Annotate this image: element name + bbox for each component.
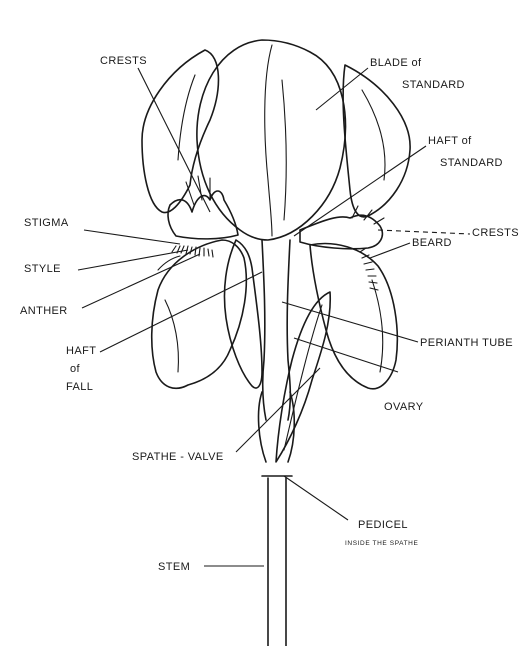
perianth-tube	[262, 240, 290, 420]
label-spathe-valve: SPATHE - VALVE	[132, 451, 224, 463]
label-stigma: STIGMA	[24, 217, 69, 229]
labels: CRESTS BLADE of STANDARD HAFT of STANDAR…	[20, 55, 519, 573]
label-haft-of-fall-1: HAFT	[66, 345, 96, 357]
left-style-arm	[224, 240, 262, 388]
label-blade-of-standard-2: STANDARD	[402, 79, 465, 91]
label-anther: ANTHER	[20, 305, 68, 317]
label-stem: STEM	[158, 561, 190, 573]
label-ovary: OVARY	[384, 401, 424, 413]
center-standard-blade	[197, 40, 346, 240]
label-style: STYLE	[24, 263, 61, 275]
label-perianth-tube: PERIANTH TUBE	[420, 337, 513, 349]
label-crests-right: CRESTS	[472, 227, 519, 239]
label-pedicel: PEDICEL	[358, 519, 408, 531]
label-haft-of-fall-3: FALL	[66, 381, 93, 393]
label-haft-of-fall-2: of	[70, 363, 81, 375]
right-crests	[300, 215, 382, 249]
label-pedicel-note: INSIDE THE SPATHE	[345, 540, 418, 547]
label-crests-top: CRESTS	[100, 55, 147, 67]
label-haft-of-standard-1: HAFT of	[428, 135, 472, 147]
label-beard: BEARD	[412, 237, 452, 249]
label-haft-of-standard-2: STANDARD	[440, 157, 503, 169]
right-standard-petal	[343, 65, 410, 217]
leader-lines	[78, 68, 470, 566]
label-blade-of-standard-1: BLADE of	[370, 57, 422, 69]
iris-flower-drawing	[142, 40, 410, 646]
stem	[268, 478, 286, 646]
